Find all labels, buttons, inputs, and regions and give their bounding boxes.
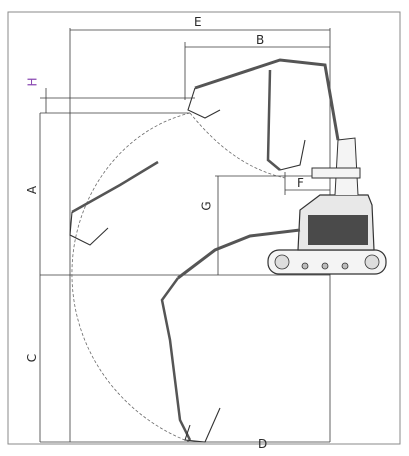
raised-arm bbox=[266, 69, 281, 171]
working-range-arc bbox=[71, 112, 191, 443]
label-f: F bbox=[297, 176, 304, 190]
digging-arm bbox=[160, 277, 192, 441]
boom-positions bbox=[69, 58, 340, 443]
track-wheel bbox=[364, 254, 380, 270]
label-b: B bbox=[256, 33, 265, 47]
middle-boom bbox=[71, 160, 159, 214]
label-g: G bbox=[199, 201, 214, 211]
cab-frame bbox=[334, 137, 359, 196]
track-roller bbox=[321, 262, 329, 270]
lower-boom bbox=[177, 228, 301, 280]
track-roller bbox=[301, 262, 309, 270]
digging-bucket bbox=[184, 407, 221, 443]
raised-bucket bbox=[187, 87, 221, 119]
track-wheel bbox=[274, 254, 290, 270]
label-a: A bbox=[25, 185, 40, 195]
excavator-body bbox=[267, 137, 387, 275]
label-e: E bbox=[194, 15, 202, 29]
frame-border bbox=[7, 11, 401, 445]
label-h: H bbox=[25, 77, 40, 87]
middle-bucket bbox=[69, 211, 109, 246]
label-c: C bbox=[25, 353, 40, 363]
label-d: D bbox=[258, 437, 268, 451]
engine-compartment bbox=[308, 215, 368, 245]
track-roller bbox=[341, 262, 349, 270]
counterweight bbox=[311, 167, 361, 179]
working-range-arc-upper bbox=[189, 112, 286, 179]
raised-boom bbox=[194, 58, 340, 141]
raised-bucket-curled bbox=[279, 139, 306, 171]
